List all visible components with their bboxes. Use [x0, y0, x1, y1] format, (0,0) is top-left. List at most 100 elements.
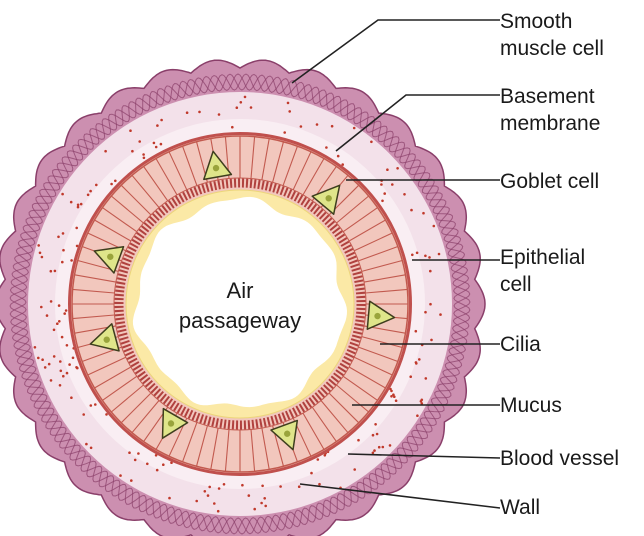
blood-vessel-dot	[403, 193, 406, 196]
blood-vessel-dot	[75, 227, 78, 230]
blood-vessel-dot	[279, 485, 282, 488]
blood-vessel-dot	[160, 143, 163, 146]
blood-vessel-dot	[318, 483, 321, 486]
blood-vessel-dot	[380, 183, 383, 186]
blood-vessel-dot	[410, 209, 413, 212]
blood-vessel-dot	[253, 508, 256, 511]
callout-labels: Smoothmuscle cellBasementmembraneGoblet …	[500, 10, 619, 519]
blood-vessel-dot	[89, 190, 92, 193]
blood-vessel-dot	[370, 141, 373, 144]
blood-vessel-dot	[316, 123, 319, 126]
blood-vessel-dot	[130, 479, 133, 482]
epithelial-cell-label: Epithelial	[500, 246, 585, 269]
blood-vessel-dot	[39, 252, 42, 255]
blood-vessel-dot	[411, 254, 414, 257]
blood-vessel-dot	[61, 261, 64, 264]
blood-vessel-dot	[236, 106, 239, 109]
blood-vessel-dot	[390, 390, 393, 393]
wall-label: Wall	[500, 496, 540, 519]
blood-vessel-dot	[438, 253, 441, 256]
blood-vessel-dot	[40, 306, 43, 309]
blood-vessel-dot	[168, 497, 171, 500]
blood-vessel-dot	[70, 201, 73, 204]
blood-vessel-dot	[261, 485, 264, 488]
blood-vessel-dot	[409, 375, 412, 378]
epithelial-cell-label: cell	[500, 273, 532, 296]
blood-vessel-dot	[58, 304, 61, 307]
blood-vessel-dot	[94, 403, 97, 406]
goblet-cell-label: Goblet cell	[500, 170, 599, 193]
blood-vessel-dot	[283, 131, 286, 134]
blood-vessel-dot	[68, 363, 71, 366]
blood-vessel-dot	[63, 312, 66, 315]
blood-vessel-dot	[50, 379, 53, 382]
blood-vessel-dot	[137, 452, 140, 455]
blood-vessel-dot	[263, 497, 266, 500]
blood-vessel-dot	[208, 486, 211, 489]
blood-vessel-dot	[50, 300, 53, 303]
blood-vessel-dot	[143, 157, 146, 160]
blood-vessel-dot	[56, 322, 59, 325]
blood-vessel-dot	[241, 484, 244, 487]
blood-vessel-dot	[119, 474, 122, 477]
blood-vessel-dot	[41, 256, 44, 259]
smooth-muscle-cell-label: Smooth	[500, 10, 572, 33]
blood-vessel-dot	[156, 124, 159, 127]
blood-vessel-dot	[429, 270, 432, 273]
blood-vessel-dot	[61, 193, 64, 196]
blood-vessel-dot	[142, 153, 145, 156]
blood-vessel-dot	[131, 150, 134, 153]
blood-vessel-dot	[80, 203, 83, 206]
blood-vessel-dot	[353, 468, 356, 471]
blood-vessel-dot	[186, 111, 189, 114]
blood-vessel-dot	[61, 336, 64, 339]
blood-vessel-dot	[128, 451, 131, 454]
blood-vessel-dot	[395, 399, 398, 402]
blood-vessel-dot	[90, 447, 93, 450]
blood-vessel-dot	[372, 434, 375, 437]
blood-vessel-dot	[337, 155, 340, 158]
blood-vessel-dot	[60, 370, 63, 373]
blood-vessel-dot	[82, 413, 85, 416]
blood-vessel-dot	[207, 494, 210, 497]
blood-vessel-dot	[231, 126, 234, 129]
blood-vessel-dot	[58, 320, 61, 323]
blood-vessel-dot	[75, 366, 78, 369]
air-passageway-label-line1: Air	[227, 278, 254, 303]
blood-vessel-dot	[59, 384, 62, 387]
blood-vessel-dot	[373, 449, 376, 452]
blood-vessel-dot	[53, 329, 56, 332]
blood-vessel-dot	[416, 252, 419, 255]
blood-vessel-dot	[240, 101, 243, 104]
basement-membrane-label: membrane	[500, 112, 600, 135]
blood-vessel-dot	[77, 204, 80, 207]
blood-vessel-dot	[48, 363, 51, 366]
blood-vessel-dot	[264, 505, 267, 508]
blood-vessel-dot	[62, 375, 65, 378]
blood-vessel-dot	[77, 206, 80, 209]
blood-vessel-dot	[298, 485, 301, 488]
blood-vessel-dot	[95, 184, 98, 187]
blood-vessel-dot	[153, 142, 156, 145]
blood-vessel-dot	[87, 194, 90, 197]
blood-vessel-dot	[138, 140, 141, 143]
blood-vessel-dot	[59, 360, 62, 363]
blood-vessel-dot	[104, 150, 107, 153]
blood-vessel-dot	[383, 192, 386, 195]
basement-membrane-label: Basement	[500, 85, 595, 108]
blood-vessel-dot	[415, 330, 418, 333]
blood-vessel-dot	[160, 119, 163, 122]
blood-vessel-dot	[287, 102, 290, 105]
cilia-label: Cilia	[500, 333, 541, 356]
blood-vessel-dot	[218, 113, 221, 116]
blood-vessel-dot	[416, 414, 419, 417]
blood-vessel-dot	[391, 183, 394, 186]
blood-vessel-dot	[382, 446, 385, 449]
blood-vessel-dot	[50, 270, 53, 273]
blood-vessel-dot	[213, 502, 216, 505]
blood-vessel-dot	[300, 125, 303, 128]
blood-vessel-dot	[325, 146, 328, 149]
blood-vessel-dot	[374, 423, 377, 426]
smooth-muscle-cell-leader	[292, 20, 500, 83]
